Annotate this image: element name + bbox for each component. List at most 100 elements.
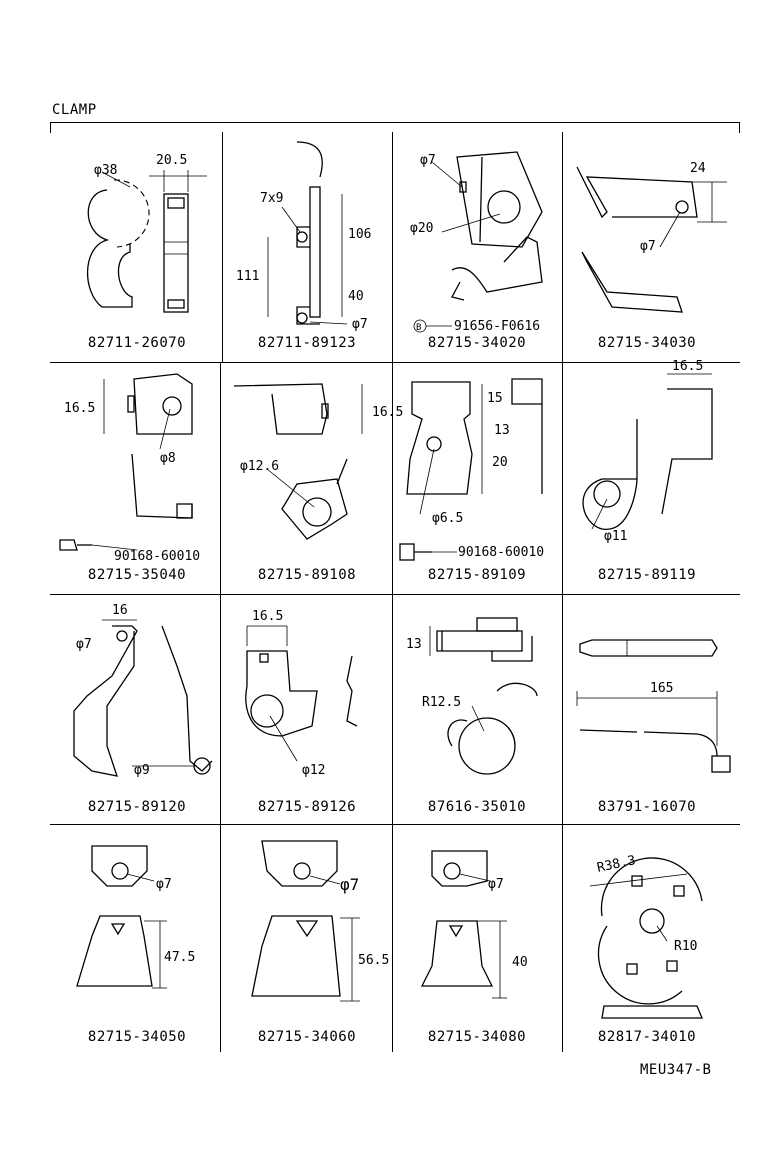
part-number: 82715-34080 — [427, 1029, 527, 1045]
dim-label: 15 — [487, 391, 503, 406]
part-cell-12: 165 83791-16070 — [562, 596, 732, 825]
clamp-drawing: 24 φ7 — [576, 161, 727, 313]
dim-label: R10 — [674, 939, 697, 954]
part-number: 82715-34050 — [87, 1029, 187, 1045]
dim-label: 47.5 — [164, 950, 195, 965]
part-cell-6: 16.5 φ12.6 82715-89108 — [222, 364, 403, 593]
dim-label: 16.5 — [252, 609, 283, 624]
dim-label: 90168-60010 — [114, 549, 200, 564]
part-cell-9: 16 φ7 φ9 82715-89120 — [52, 596, 222, 825]
callout-marker: B — [416, 323, 421, 333]
diagram-title: CLAMP — [52, 102, 97, 118]
part-cell-14: φ7 56.5 82715-34060 — [222, 826, 392, 1055]
grid-divider — [222, 132, 223, 362]
part-number: 82715-89109 — [427, 567, 527, 583]
grid-divider — [562, 132, 563, 362]
clamp-drawing: R38.3 R10 — [589, 853, 703, 1019]
part-number: 82711-89123 — [257, 335, 357, 351]
title-bracket — [50, 122, 740, 133]
dim-label: 40 — [348, 289, 364, 304]
part-number: 82715-34030 — [597, 335, 697, 351]
dim-label: 91656-F0616 — [454, 319, 540, 334]
part-cell-11: 13 R12.5 87616-35010 — [392, 596, 562, 825]
clamp-drawing: 16.5 φ8 90168-60010 — [59, 373, 200, 564]
dim-label: φ7 — [156, 877, 172, 892]
dim-label: 90168-60010 — [458, 545, 544, 560]
part-cell-2: 7x9 106 111 40 φ7 82711-89123 — [222, 132, 392, 361]
part-cell-10: 16.5 φ12 82715-89126 — [222, 596, 392, 825]
part-cell-7: 15 13 20 φ6.5 90168-60010 82715-89109 — [392, 364, 562, 593]
part-number: 82715-34060 — [257, 1029, 357, 1045]
dim-label: φ20 — [410, 221, 433, 236]
grid-divider — [50, 824, 740, 825]
dim-label: 13 — [494, 423, 510, 438]
clamp-drawing: 15 13 20 φ6.5 90168-60010 — [399, 378, 544, 561]
dim-label: φ11 — [604, 529, 627, 544]
dim-label: 16.5 — [372, 405, 403, 420]
dim-label: φ8 — [160, 451, 176, 466]
part-number: 82715-35040 — [87, 567, 187, 583]
dim-label: 13 — [406, 637, 422, 652]
grid-divider — [220, 362, 221, 1052]
dim-label: φ6.5 — [432, 511, 463, 526]
clamp-drawing: 165 — [576, 639, 731, 773]
dim-label: φ7 — [488, 877, 504, 892]
dim-label: 20 — [492, 455, 508, 470]
dim-label: 165 — [650, 681, 673, 696]
dim-label: 111 — [236, 269, 259, 284]
part-number: 82715-89120 — [87, 799, 187, 815]
part-cell-13: φ7 47.5 82715-34050 — [52, 826, 222, 1055]
part-cell-3: B φ7 φ20 91656-F0616 82715-34020 — [392, 132, 562, 361]
clamp-drawing: 16.5 φ11 — [582, 359, 713, 544]
dim-label: R12.5 — [422, 695, 461, 710]
dim-label: φ12 — [302, 763, 325, 778]
part-cell-15: φ7 40 82715-34080 — [392, 826, 562, 1055]
clamp-drawing: φ7 47.5 — [76, 845, 195, 989]
dim-label: φ7 — [640, 239, 656, 254]
clamp-drawing: φ7 56.5 — [251, 840, 389, 1002]
part-number: 82715-89119 — [597, 567, 697, 583]
part-number: 82817-34010 — [597, 1029, 697, 1045]
grid-divider — [562, 362, 563, 1052]
clamp-drawing: 7x9 106 111 40 φ7 — [236, 141, 371, 332]
dim-label: 7x9 — [260, 191, 283, 206]
dim-label: φ7 — [352, 317, 368, 332]
dim-label: φ7 — [340, 875, 359, 894]
part-cell-8: 16.5 φ11 82715-89119 — [562, 359, 732, 593]
dim-label: 56.5 — [358, 953, 389, 968]
clamp-drawing: 13 R12.5 — [406, 617, 538, 775]
grid-divider — [392, 132, 393, 1052]
dim-label: φ12.6 — [240, 459, 279, 474]
part-number: 83791-16070 — [597, 799, 697, 815]
part-number: 82715-89108 — [257, 567, 357, 583]
clamp-drawing: 16.5 φ12.6 — [233, 383, 403, 540]
grid-divider — [50, 362, 740, 363]
drawing-code: MEU347-B — [640, 1062, 712, 1078]
dim-label: φ9 — [134, 763, 150, 778]
part-number: 82715-89126 — [257, 799, 357, 815]
part-number: 82711-26070 — [87, 335, 187, 351]
dim-label: φ7 — [76, 637, 92, 652]
grid-divider — [50, 594, 740, 595]
dim-label: 24 — [690, 161, 706, 176]
part-cell-1: φ38 20.5 82711-26070 — [52, 132, 222, 361]
dim-label: 106 — [348, 227, 371, 242]
dim-label: 20.5 — [156, 153, 187, 168]
clamp-drawing: φ7 40 — [420, 850, 528, 999]
dim-label: φ38 — [94, 163, 117, 178]
dim-label: 16 — [112, 603, 128, 618]
dim-label: 40 — [512, 955, 528, 970]
clamp-drawing: φ38 20.5 — [86, 153, 207, 313]
part-number: 87616-35010 — [427, 799, 527, 815]
clamp-parts-grid: φ38 20.5 82711-26070 7x9 106 111 40 φ7 8… — [50, 132, 740, 1052]
part-cell-4: 24 φ7 82715-34030 — [562, 132, 732, 361]
clamp-drawing: 16.5 φ12 — [245, 609, 358, 778]
part-cell-16: R38.3 R10 82817-34010 — [562, 826, 732, 1055]
clamp-drawing: B φ7 φ20 91656-F0616 — [410, 151, 543, 334]
clamp-drawing: 16 φ7 φ9 — [73, 603, 213, 778]
part-cell-5: 16.5 φ8 90168-60010 82715-35040 — [52, 364, 222, 593]
dim-label: 16.5 — [64, 401, 95, 416]
dim-label: φ7 — [420, 153, 436, 168]
dim-label: 16.5 — [672, 359, 703, 374]
part-number: 82715-34020 — [427, 335, 527, 351]
